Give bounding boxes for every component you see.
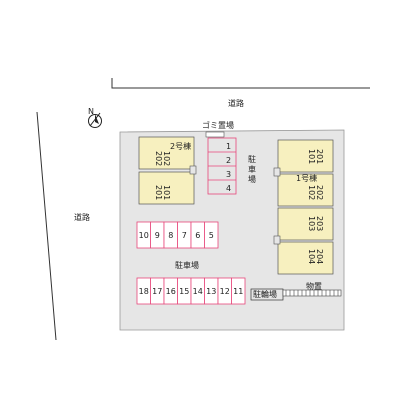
bike-rack bbox=[282, 289, 342, 297]
road-label-top: 道路 bbox=[228, 98, 244, 108]
bike-parking-label: 駐輪場 bbox=[253, 289, 277, 299]
parking-space-13: 13 bbox=[206, 287, 216, 296]
parking-space-3: 3 bbox=[226, 170, 231, 179]
parking-space-7: 7 bbox=[182, 231, 187, 240]
parking-space-2: 2 bbox=[226, 156, 231, 165]
bottom-space-box bbox=[231, 277, 246, 305]
parking-space-17: 17 bbox=[152, 287, 162, 296]
parking-space-12: 12 bbox=[220, 287, 230, 296]
parking-space-10: 10 bbox=[139, 231, 149, 240]
unit-203-b1: 203 bbox=[315, 216, 324, 231]
road-left-edge bbox=[36, 111, 57, 341]
parking-space-18: 18 bbox=[139, 287, 149, 296]
building-1-name: 1号棟 bbox=[296, 173, 317, 183]
unit-201-b1: 201 bbox=[315, 149, 324, 164]
compass-icon: N bbox=[88, 107, 102, 128]
parking-space-6: 6 bbox=[195, 231, 200, 240]
unit-102-b2: 102 bbox=[162, 151, 171, 166]
parking-right-label: 駐車場 bbox=[248, 154, 256, 184]
road-label-left: 道路 bbox=[74, 212, 90, 222]
unit-204-b1: 204 bbox=[315, 249, 324, 264]
parking-label: 駐車場 bbox=[175, 260, 199, 270]
unit-101-b1: 101 bbox=[307, 149, 316, 164]
parking-space-1: 1 bbox=[226, 142, 231, 151]
parking-space-5: 5 bbox=[209, 231, 214, 240]
unit-101-b2: 101 bbox=[162, 185, 171, 200]
building-2: 2号棟 202 102 201 101 bbox=[138, 136, 197, 205]
unit-201-b2: 201 bbox=[154, 185, 163, 200]
parking-space-11: 11 bbox=[233, 287, 243, 296]
parking-space-15: 15 bbox=[179, 287, 189, 296]
building-2-name: 2号棟 bbox=[170, 141, 191, 151]
unit-102-b1: 102 bbox=[307, 185, 316, 200]
building-2-upper bbox=[138, 136, 195, 170]
parking-space-14: 14 bbox=[193, 287, 203, 296]
parking-space-16: 16 bbox=[166, 287, 176, 296]
building-1: 1号棟 201 101 202 102 203 103 204 104 bbox=[273, 139, 334, 275]
unit-104-b1: 104 bbox=[307, 249, 316, 264]
garbage-box bbox=[205, 131, 225, 138]
unit-202-b1: 202 bbox=[315, 185, 324, 200]
compass-label: N bbox=[88, 107, 94, 116]
storage-label: 物置 bbox=[306, 281, 322, 291]
garbage-label: ゴミ置場 bbox=[202, 120, 234, 130]
parking-space-8: 8 bbox=[168, 231, 173, 240]
unit-202-b2: 202 bbox=[154, 151, 163, 166]
unit-103-b1: 103 bbox=[307, 216, 316, 231]
parking-right: 1 2 3 4 bbox=[207, 137, 237, 195]
bike-rack-frame bbox=[282, 289, 342, 297]
middle-space-box bbox=[204, 221, 219, 249]
parking-space-9: 9 bbox=[155, 231, 160, 240]
parking-space-4: 4 bbox=[226, 184, 231, 193]
road-top-edge bbox=[111, 78, 370, 89]
building-2-lower bbox=[138, 171, 195, 205]
